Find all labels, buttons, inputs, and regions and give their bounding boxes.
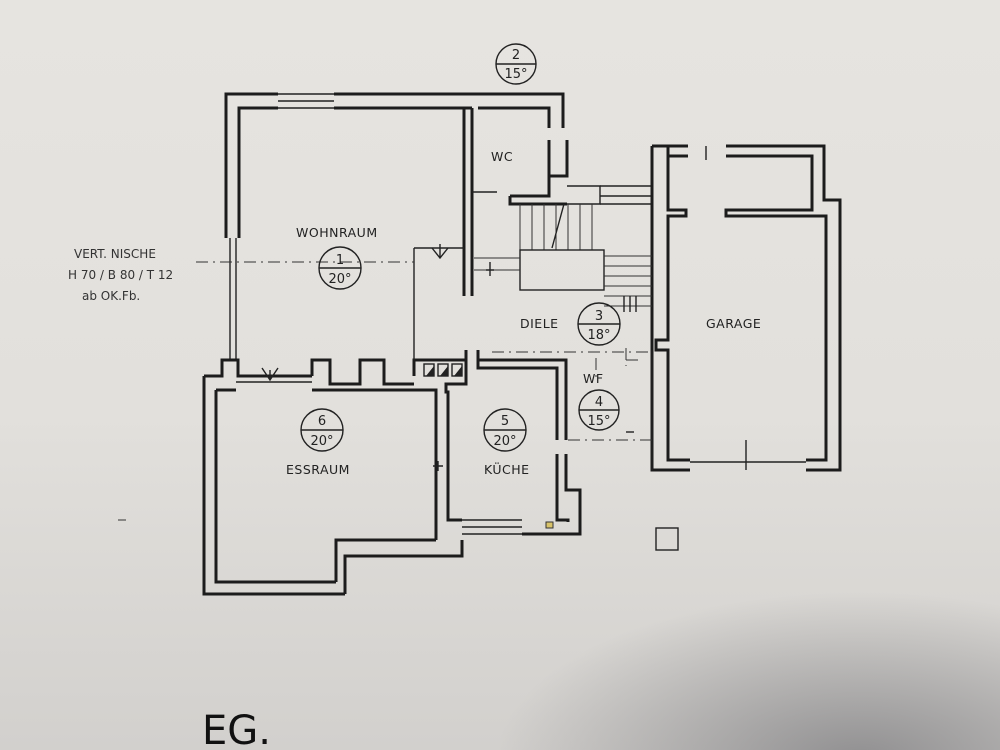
room-number-kueche: 5 <box>501 414 509 429</box>
room-garage: GARAGE <box>706 316 761 331</box>
room-wohnraum: WOHNRAUM 1 20° <box>296 225 378 290</box>
room-name-kueche: KÜCHE <box>484 461 530 477</box>
room-name-essraum: ESSRAUM <box>286 462 350 477</box>
room-name-wf: WF <box>583 371 604 386</box>
room-kueche: KÜCHE 5 20° <box>483 408 530 477</box>
room-name-wohnraum: WOHNRAUM <box>296 225 378 240</box>
dash-lines <box>196 261 652 441</box>
room-essraum: ESSRAUM 6 20° <box>286 408 350 477</box>
shaft-square <box>655 527 679 551</box>
room-temp-wc: 15° <box>504 67 527 82</box>
room-diele: DIELE 3 18° <box>520 302 621 346</box>
room-number-essraum: 6 <box>318 414 326 429</box>
room-number-diele: 3 <box>595 309 603 324</box>
room-name-diele: DIELE <box>520 316 559 331</box>
niche-note: VERT. NISCHE H 70 / B 80 / T 12 ab OK.Fb… <box>68 247 173 521</box>
note-line-3: ab OK.Fb. <box>82 289 140 303</box>
room-number-wohnraum: 1 <box>336 253 344 268</box>
room-number-wc: 2 <box>512 48 520 63</box>
room-temp-wohnraum: 20° <box>328 272 351 287</box>
floor-title: EG. <box>202 708 271 750</box>
room-temp-diele: 18° <box>587 328 610 343</box>
staircase <box>474 203 652 312</box>
room-wf: WF 4 15° <box>578 371 620 431</box>
walls <box>202 92 842 596</box>
room-name-wc: WC <box>491 149 513 164</box>
note-line-2: H 70 / B 80 / T 12 <box>68 268 173 282</box>
door-symbols <box>261 244 747 551</box>
room-temp-essraum: 20° <box>310 434 333 449</box>
room-temp-wf: 15° <box>587 414 610 429</box>
note-line-1: VERT. NISCHE <box>74 247 156 261</box>
room-number-wf: 4 <box>595 395 603 410</box>
room-temp-kueche: 20° <box>493 434 516 449</box>
room-wc: WC 2 15° <box>491 43 537 164</box>
room-name-garage: GARAGE <box>706 316 761 331</box>
